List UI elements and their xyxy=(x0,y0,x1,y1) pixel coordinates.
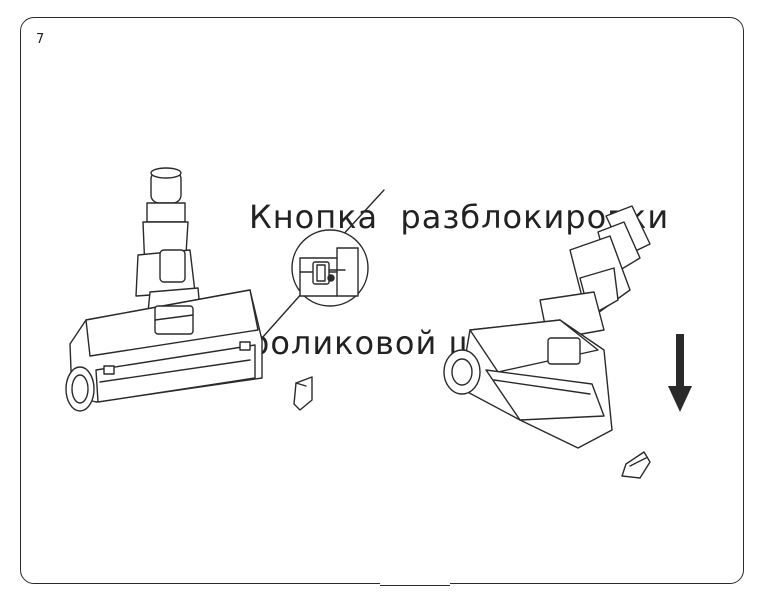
vacuum-nozzle-illustration xyxy=(65,167,263,412)
step-number: 7 xyxy=(36,32,45,47)
detached-clip-left xyxy=(293,376,313,411)
callout-leader-line xyxy=(261,189,385,339)
unlock-button-detail-icon xyxy=(291,229,369,307)
tilted-vacuum-nozzle-illustration xyxy=(443,205,651,449)
page-tab-mark xyxy=(380,581,450,586)
detached-clip-right xyxy=(621,451,651,479)
manual-step-frame xyxy=(20,17,744,584)
arrow-down-icon xyxy=(668,334,692,412)
